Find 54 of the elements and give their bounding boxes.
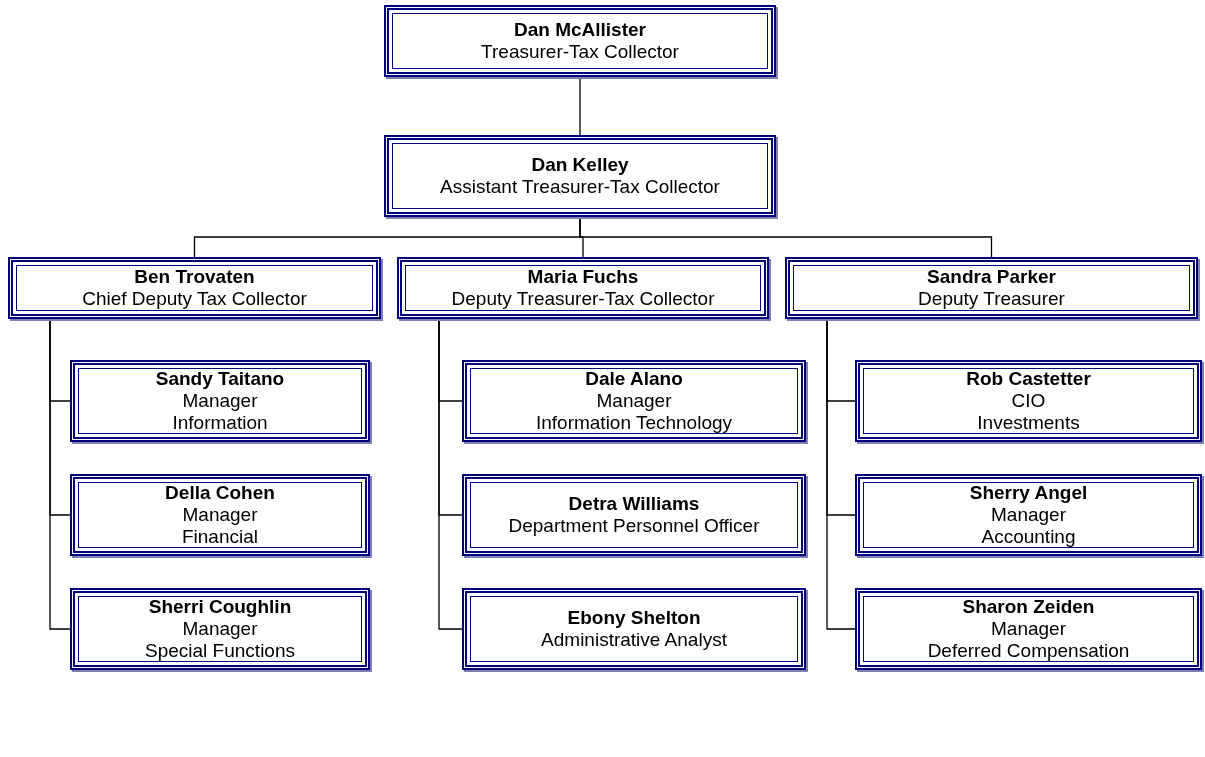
position-box xyxy=(462,588,806,670)
person-name: Detra Williams xyxy=(568,493,700,515)
job-title: CIO xyxy=(1011,390,1046,412)
person-name: Dale Alano xyxy=(585,368,683,390)
job-title: Investments xyxy=(977,412,1080,434)
job-title: Department Personnel Officer xyxy=(508,515,760,537)
job-title: Deputy Treasurer-Tax Collector xyxy=(451,288,715,310)
position-box xyxy=(785,257,1198,319)
person-name: Maria Fuchs xyxy=(527,266,639,288)
job-title: Manager xyxy=(182,504,258,526)
person-name: Sherry Angel xyxy=(969,482,1088,504)
person-name: Sherri Coughlin xyxy=(148,596,292,618)
position-box xyxy=(397,257,769,319)
position-box xyxy=(855,360,1202,442)
job-title: Treasurer-Tax Collector xyxy=(481,41,679,63)
position-box xyxy=(70,474,370,556)
position-box xyxy=(462,474,806,556)
job-title: Manager xyxy=(991,618,1066,640)
position-box xyxy=(855,474,1202,556)
job-title: Accounting xyxy=(981,526,1076,548)
connector-line xyxy=(49,318,71,630)
job-title: Administrative Analyst xyxy=(541,629,727,651)
job-title: Information xyxy=(172,412,268,434)
person-name: Dan McAllister xyxy=(514,19,646,41)
position-box xyxy=(70,588,370,670)
person-name: Ebony Shelton xyxy=(567,607,701,629)
position-box xyxy=(8,257,381,319)
connector-line xyxy=(438,318,463,630)
position-box xyxy=(462,360,806,442)
job-title: Manager xyxy=(991,504,1066,526)
job-title: Information Technology xyxy=(535,412,733,434)
person-name: Ben Trovaten xyxy=(134,266,255,288)
job-title: Manager xyxy=(182,390,258,412)
job-title: Special Functions xyxy=(145,640,295,662)
connector-line xyxy=(579,216,993,258)
person-name: Della Cohen xyxy=(165,482,275,504)
position-box xyxy=(70,360,370,442)
job-title: Financial xyxy=(181,526,258,548)
person-name: Dan Kelley xyxy=(531,154,629,176)
person-name: Sandra Parker xyxy=(927,266,1056,288)
job-title: Assistant Treasurer-Tax Collector xyxy=(440,176,720,198)
person-name: Sharon Zeiden xyxy=(962,596,1095,618)
person-name: Rob Castetter xyxy=(966,368,1091,390)
connector-line xyxy=(826,318,856,630)
position-box xyxy=(384,135,776,217)
connector-line xyxy=(579,76,581,136)
job-title: Chief Deputy Tax Collector xyxy=(82,288,307,310)
position-box xyxy=(384,5,776,77)
job-title: Deputy Treasurer xyxy=(918,288,1065,310)
job-title: Manager xyxy=(596,390,672,412)
person-name: Sandy Taitano xyxy=(155,368,285,390)
job-title: Manager xyxy=(182,618,258,640)
position-box xyxy=(855,588,1202,670)
job-title: Deferred Compensation xyxy=(927,640,1130,662)
